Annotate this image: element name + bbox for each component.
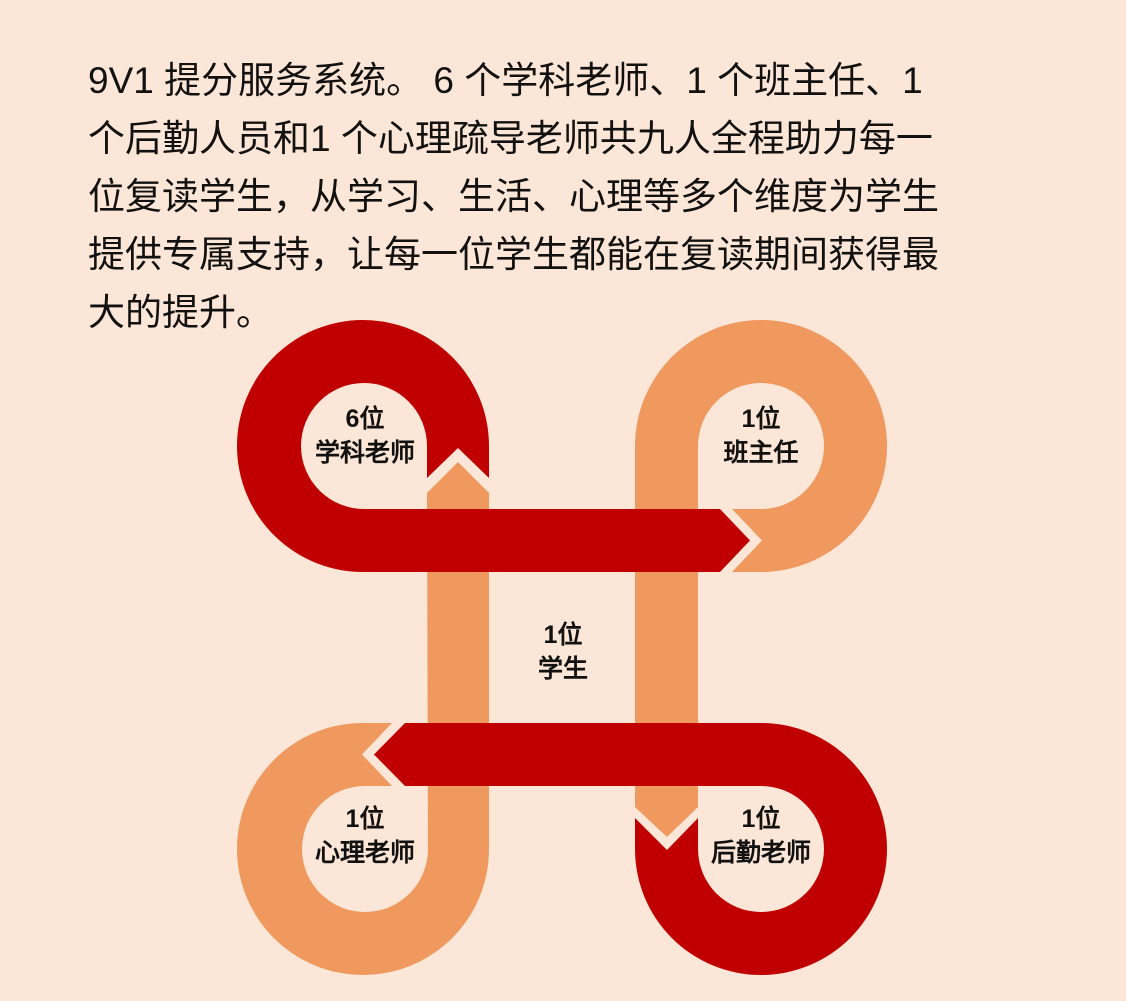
node-count: 1位 [741, 405, 781, 433]
intro-line: 个后勤人员和1 个心理疏导老师共九人全程助力每一 [88, 118, 933, 159]
intro-line: 位复读学生，从学习、生活、心理等多个维度为学生 [88, 176, 939, 217]
node-counselor: 1位 心理老师 [290, 802, 440, 870]
node-head-teacher: 1位 班主任 [686, 402, 836, 470]
node-subject-teachers: 6位 学科老师 [290, 402, 440, 470]
node-role: 学科老师 [314, 439, 415, 467]
node-role: 学生 [537, 655, 588, 683]
intro-line: 提供专属支持，让每一位学生都能在复读期间获得最 [88, 234, 939, 275]
intro-paragraph: 9V1 提分服务系统。 6 个学科老师、1 个班主任、1 个后勤人员和1 个心理… [88, 52, 1068, 342]
orange-loop-top-right [635, 320, 887, 837]
red-loop-bottom-right [374, 723, 887, 975]
node-role: 心理老师 [314, 839, 415, 867]
red-loop-top-left [237, 320, 751, 573]
node-count: 1位 [741, 805, 781, 833]
node-role: 后勤老师 [710, 839, 811, 867]
orange-loop-bottom-left [237, 462, 489, 975]
node-count: 1位 [345, 805, 385, 833]
node-student: 1位 学生 [488, 618, 638, 686]
node-logistics: 1位 后勤老师 [686, 802, 836, 870]
node-count: 1位 [543, 621, 583, 649]
node-count: 6位 [345, 405, 385, 433]
node-role: 班主任 [723, 439, 799, 467]
intro-line: 大的提升。 [88, 292, 273, 333]
intro-line: 9V1 提分服务系统。 6 个学科老师、1 个班主任、1 [88, 60, 923, 101]
